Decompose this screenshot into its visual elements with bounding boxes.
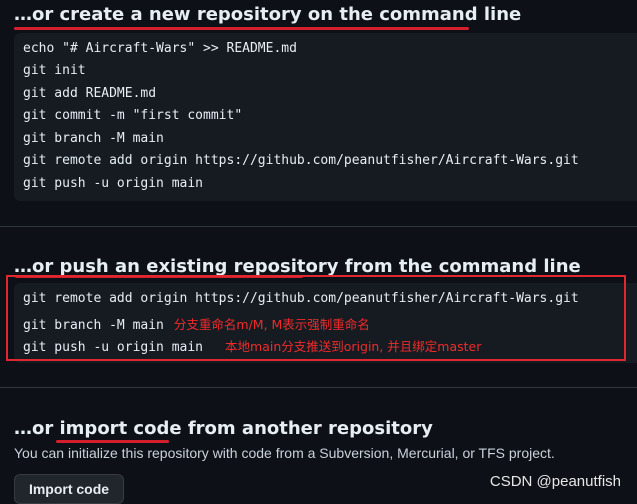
code-line-remote: git remote add origin https://github.com… <box>23 153 579 168</box>
annotation-push: 本地main分支推送到origin, 并且绑定master <box>225 339 482 354</box>
code-line-branch-existing: git branch -M main 分支重命名m/M, M表示强制重命名 <box>23 314 370 333</box>
create-repo-code-block <box>14 33 637 201</box>
code-line-add: git add README.md <box>23 86 157 101</box>
section-divider <box>0 226 637 227</box>
push-repo-code-block <box>14 283 637 363</box>
create-repo-underline <box>14 27 469 30</box>
import-description: You can initialize this repository with … <box>14 445 555 461</box>
code-line-push: git push -u origin main <box>23 176 204 191</box>
code-line-branch-text: git branch -M main <box>23 318 164 333</box>
section-divider-2 <box>0 387 637 388</box>
code-line-commit: git commit -m "first commit" <box>23 108 243 123</box>
code-line-remote-existing: git remote add origin https://github.com… <box>23 291 579 306</box>
code-line-branch: git branch -M main <box>23 131 164 146</box>
push-repo-heading: …or push an existing repository from the… <box>14 256 581 277</box>
import-code-heading: …or import code from another repository <box>14 418 433 439</box>
code-line-push-text: git push -u origin main <box>23 340 204 355</box>
code-line-push-existing: git push -u origin main 本地main分支推送到origin… <box>23 336 481 355</box>
annotation-branch: 分支重命名m/M, M表示强制重命名 <box>173 317 370 332</box>
code-line-echo: echo "# Aircraft-Wars" >> README.md <box>23 41 297 56</box>
code-line-init: git init <box>23 63 86 78</box>
create-repo-heading: …or create a new repository on the comma… <box>14 4 522 25</box>
import-code-underline <box>56 440 169 443</box>
import-code-button[interactable]: Import code <box>14 474 124 504</box>
highlight-frame <box>6 275 626 361</box>
csdn-watermark: CSDN @peanutfish <box>489 473 621 490</box>
